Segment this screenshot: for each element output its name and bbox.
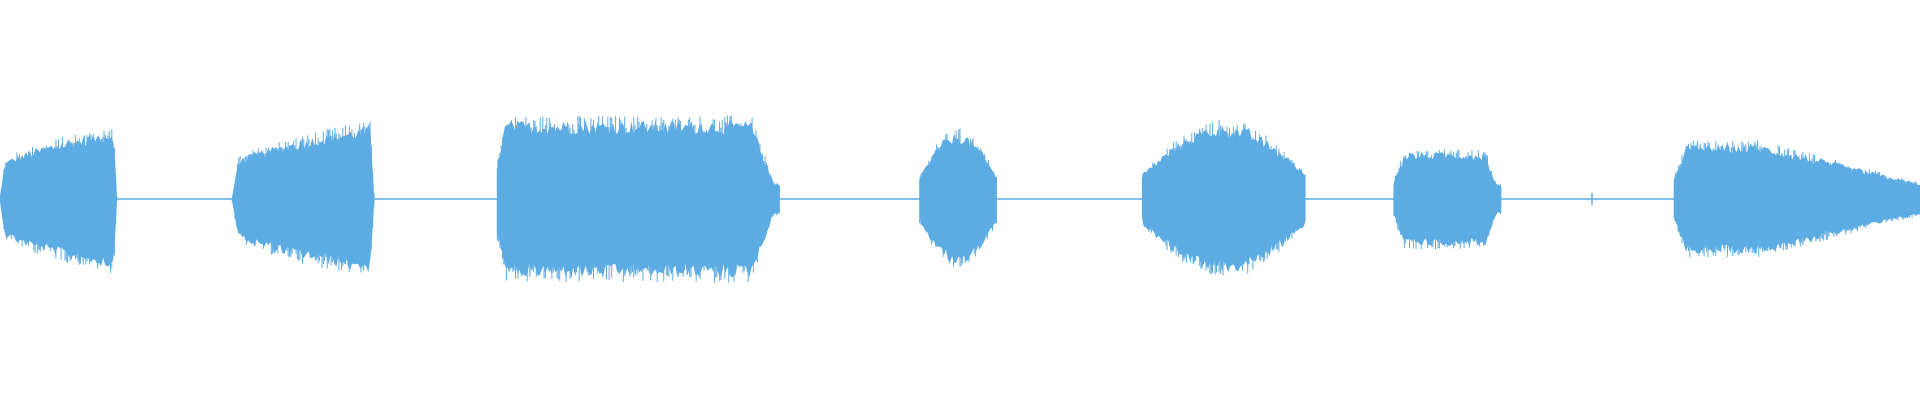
segment-3 (496, 115, 780, 283)
segment-5 (1141, 120, 1306, 276)
waveform-segments (0, 115, 1920, 283)
segment-7 (1673, 140, 1920, 258)
segment-6 (1393, 149, 1502, 250)
segment-2 (231, 122, 375, 273)
segment-1 (0, 129, 118, 273)
segment-4 (919, 128, 997, 268)
segment-3-body (497, 120, 780, 278)
